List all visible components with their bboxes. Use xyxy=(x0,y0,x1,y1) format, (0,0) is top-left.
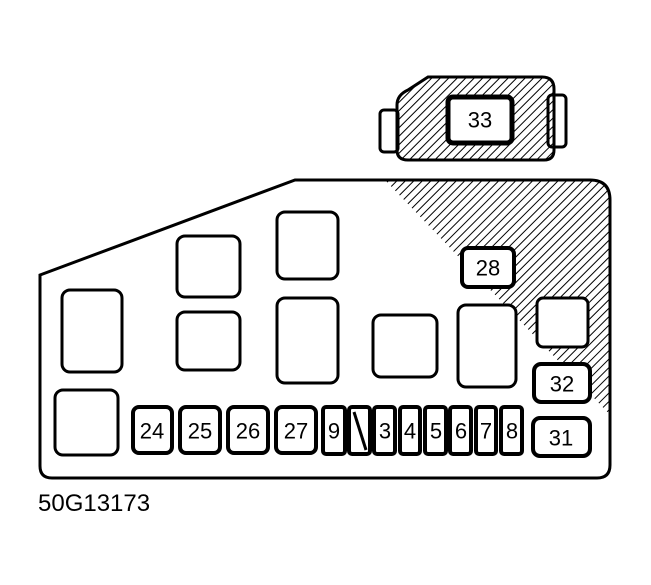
fuse-7-label: 7 xyxy=(480,419,492,444)
hatched-area xyxy=(385,180,610,420)
fuse-26-label: 26 xyxy=(236,419,260,444)
relay-slot xyxy=(456,303,518,389)
fuse-4-label: 4 xyxy=(404,419,416,444)
relay-slot xyxy=(535,296,590,349)
relay-33-label: 33 xyxy=(468,108,492,133)
relay-slot xyxy=(60,288,124,374)
fuse-8-label: 8 xyxy=(506,419,518,444)
figure-code: 50G13173 xyxy=(38,490,151,517)
relay-slot xyxy=(275,296,340,385)
relay-slot xyxy=(371,313,439,379)
relay-block-33: 33 xyxy=(378,75,568,162)
relay-slot xyxy=(175,310,242,372)
fuse-3-label: 3 xyxy=(379,419,391,444)
fuse-28-label: 28 xyxy=(476,256,500,281)
fuse-31-label: 31 xyxy=(549,426,573,451)
fuse-9-label: 9 xyxy=(328,419,340,444)
fuse-6-label: 6 xyxy=(455,419,467,444)
fuse-32-label: 32 xyxy=(550,372,574,397)
blank-fuse-slash xyxy=(352,411,368,451)
fuse-27-label: 27 xyxy=(284,419,308,444)
fuse-5-label: 5 xyxy=(430,419,442,444)
relay-slot xyxy=(275,210,340,281)
fuse-24-label: 24 xyxy=(140,419,164,444)
relay-slot xyxy=(175,234,242,299)
relay-slot xyxy=(53,388,120,457)
fuse-25-label: 25 xyxy=(188,419,212,444)
